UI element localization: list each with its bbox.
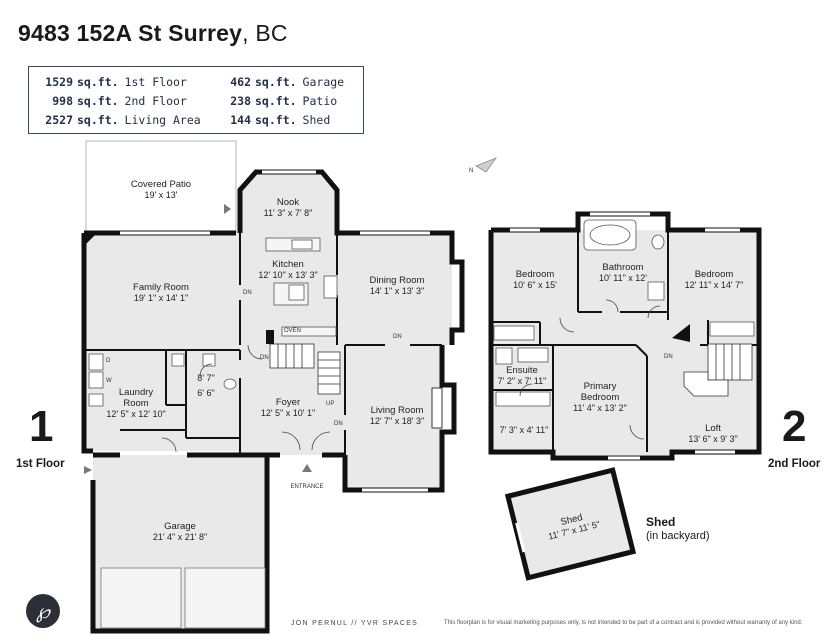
address-text: 9483 152A St Surrey bbox=[18, 20, 243, 46]
dn-label-living: DN bbox=[334, 421, 343, 427]
dn-label-upper: DN bbox=[664, 354, 673, 360]
dining-room-name: Dining Room bbox=[370, 275, 425, 286]
second-floor-fill bbox=[491, 230, 759, 455]
living-room-name: Living Room bbox=[371, 405, 424, 416]
loft-dim: 13' 6" x 9' 3" bbox=[688, 434, 737, 444]
covered-patio-name: Covered Patio bbox=[131, 179, 191, 190]
kitchen-sink-icon bbox=[291, 239, 313, 250]
entrance-label: ENTRANCE bbox=[290, 484, 323, 490]
first-floor-stairs bbox=[269, 343, 341, 395]
ensuite-dim: 7' 2" x 7' 11" bbox=[498, 376, 547, 386]
north-compass-icon: N bbox=[469, 157, 498, 174]
bedroom-a-name: Bedroom bbox=[516, 269, 555, 280]
second-floor-doors bbox=[519, 299, 661, 440]
family-room-dim: 19' 1" x 14' 1" bbox=[134, 293, 188, 303]
bedroom-b-dim: 12' 11" x 14' 7" bbox=[685, 280, 744, 290]
fridge-icon bbox=[323, 275, 338, 299]
shed-caption-sub: (in backyard) bbox=[646, 530, 710, 542]
bedroom-b-name: Bedroom bbox=[695, 269, 734, 280]
family-room-name: Family Room bbox=[133, 282, 189, 293]
second-floor-stairs bbox=[683, 343, 753, 397]
svg-text:N: N bbox=[469, 168, 473, 174]
ensuite-name: Ensuite bbox=[506, 365, 538, 376]
garage-doors bbox=[100, 567, 266, 629]
bedroom-a-dim: 10' 6" x 15' bbox=[513, 280, 557, 290]
covered-patio-area bbox=[85, 140, 237, 234]
powder-room-dim-1: 8' 7" bbox=[197, 373, 214, 383]
nook-name: Nook bbox=[277, 197, 299, 208]
kitchen-name: Kitchen bbox=[272, 259, 304, 270]
garage-name: Garage bbox=[164, 521, 196, 532]
garage-entry-arrow-icon bbox=[84, 466, 92, 474]
foyer-name: Foyer bbox=[276, 397, 300, 408]
shed-name: Shed bbox=[559, 512, 583, 528]
bathroom-name: Bathroom bbox=[602, 262, 643, 273]
shed-plan: Shed 11' 7" x 11' 5" bbox=[504, 467, 637, 581]
corner-post bbox=[84, 234, 96, 246]
living-room-dim: 12' 7" x 18' 3" bbox=[370, 416, 424, 426]
oven-counter bbox=[281, 326, 337, 337]
dryer-label: D bbox=[106, 358, 111, 364]
patio-entry-arrow-icon bbox=[224, 204, 231, 214]
laundry-room-name-2: Room bbox=[123, 398, 148, 409]
covered-patio-dim: 19' x 13' bbox=[145, 190, 178, 200]
floor-1-label: 1st Floor bbox=[16, 458, 65, 470]
dn-label-dining: DN bbox=[393, 334, 402, 340]
dn-label-foyer: DN bbox=[260, 355, 269, 361]
primary-bedroom-name-2: Bedroom bbox=[581, 392, 620, 403]
shed-caption-title: Shed bbox=[646, 515, 676, 529]
powder-room-dim-2: 6' 6" bbox=[197, 388, 214, 398]
second-floor-plan: Bedroom 10' 6" x 15' Bathroom 10' 11" x … bbox=[488, 211, 762, 461]
first-floor-doors bbox=[161, 344, 331, 453]
bathroom-dim: 10' 11" x 12' bbox=[599, 273, 647, 283]
fireplace-icon bbox=[431, 387, 443, 429]
kitchen-dim: 12' 10" x 13' 3" bbox=[258, 270, 317, 280]
cooktop-icon bbox=[288, 284, 305, 301]
laundry-fixtures bbox=[88, 353, 237, 407]
second-floor-windows bbox=[510, 212, 740, 460]
washer-label: W bbox=[106, 378, 112, 384]
closet-dim: 7' 3" x 4' 11" bbox=[500, 425, 549, 435]
entrance-arrow-icon bbox=[302, 464, 312, 472]
laundry-room-dim: 12' 5" x 12' 10" bbox=[106, 409, 165, 419]
shed-caption: Shed (in backyard) bbox=[646, 516, 710, 543]
credit-text: JON PERNUL // YVR SPACES bbox=[291, 620, 419, 627]
garage-dim: 21' 4" x 21' 8" bbox=[153, 532, 207, 542]
first-floor-plan: Covered Patio 19' x 13' Nook 11' 3" x 7'… bbox=[81, 140, 465, 634]
nook-dim: 11' 3" x 7' 8" bbox=[264, 208, 313, 218]
page-title: 9483 152A St Surrey, BC bbox=[18, 20, 288, 47]
floor-2-label: 2nd Floor bbox=[768, 458, 821, 470]
disclaimer-text: This floorplan is for visual marketing p… bbox=[444, 620, 803, 626]
oven-label: OVEN bbox=[284, 328, 301, 334]
floor-1-number: 1 bbox=[29, 402, 54, 451]
first-floor-windows bbox=[120, 170, 430, 492]
bathroom-fixtures bbox=[493, 219, 755, 407]
up-label-stairs: UP bbox=[326, 401, 334, 407]
dn-label-family: DN bbox=[243, 290, 252, 296]
first-floor-interior-walls bbox=[84, 233, 442, 455]
laundry-room-name-1: Laundry bbox=[119, 387, 154, 398]
floor-2-number: 2 bbox=[782, 402, 807, 451]
brand-logo-icon: ℘ bbox=[26, 594, 60, 628]
city-text: , BC bbox=[242, 20, 288, 46]
primary-bedroom-name-1: Primary bbox=[584, 381, 617, 392]
dining-room-dim: 14' 1" x 13' 3" bbox=[370, 286, 424, 296]
foyer-dim: 12' 5" x 10' 1" bbox=[261, 408, 315, 418]
stair-post bbox=[266, 330, 274, 344]
primary-bedroom-dim: 11' 4" x 13' 2" bbox=[573, 403, 627, 413]
loft-name: Loft bbox=[705, 423, 721, 434]
stair-post-upper bbox=[672, 324, 690, 342]
